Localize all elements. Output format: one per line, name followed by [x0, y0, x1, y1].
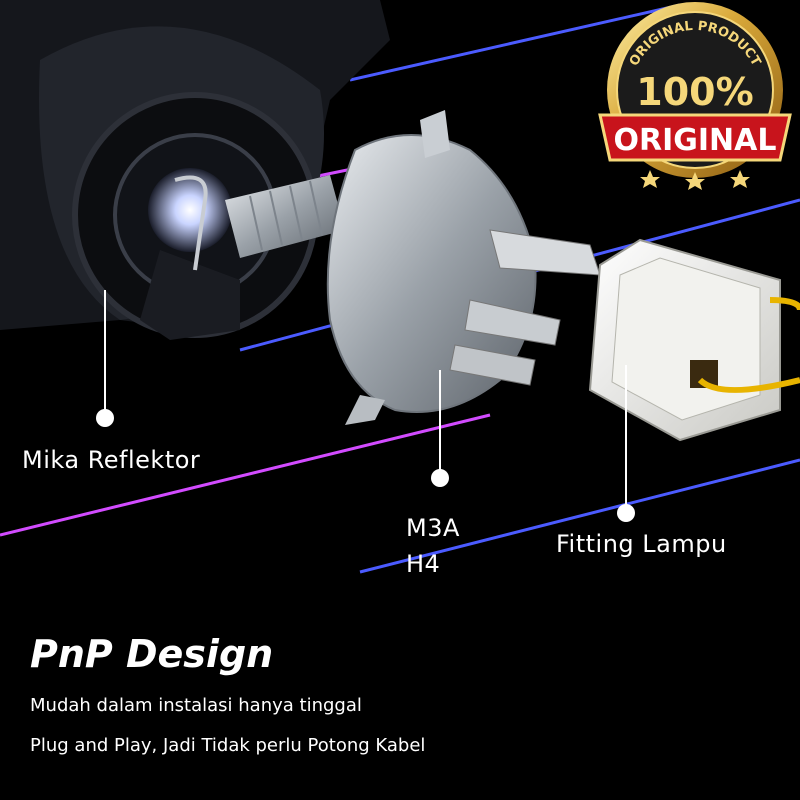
- fitting-pointer-dot: [617, 504, 635, 522]
- reflector-housing: [0, 0, 390, 340]
- badge-ribbon-text: ORIGINAL: [614, 123, 777, 158]
- headline: PnP Design: [30, 632, 274, 676]
- fitting-socket: [588, 238, 800, 442]
- bulb-pointer-dot: [431, 469, 449, 487]
- bulb-model-label: M3A H4: [406, 510, 460, 582]
- led-bulb: [225, 110, 601, 425]
- badge-percent: 100%: [636, 70, 753, 114]
- fitting-label: Fitting Lampu: [556, 530, 727, 558]
- badge-stars-icon: [640, 170, 750, 190]
- bulb-model-line1: M3A: [406, 514, 460, 542]
- reflector-label: Mika Reflektor: [22, 446, 201, 474]
- description-line-1: Mudah dalam instalasi hanya tinggal: [30, 695, 362, 716]
- original-product-badge: ORIGINAL PRODUCT 100% ORIGINAL: [598, 2, 792, 190]
- callout-pointers: [96, 290, 635, 522]
- lens-glow-icon: [148, 168, 232, 252]
- reflector-pointer-dot: [96, 409, 114, 427]
- bulb-model-line2: H4: [406, 550, 441, 578]
- description-line-2: Plug and Play, Jadi Tidak perlu Potong K…: [30, 735, 426, 756]
